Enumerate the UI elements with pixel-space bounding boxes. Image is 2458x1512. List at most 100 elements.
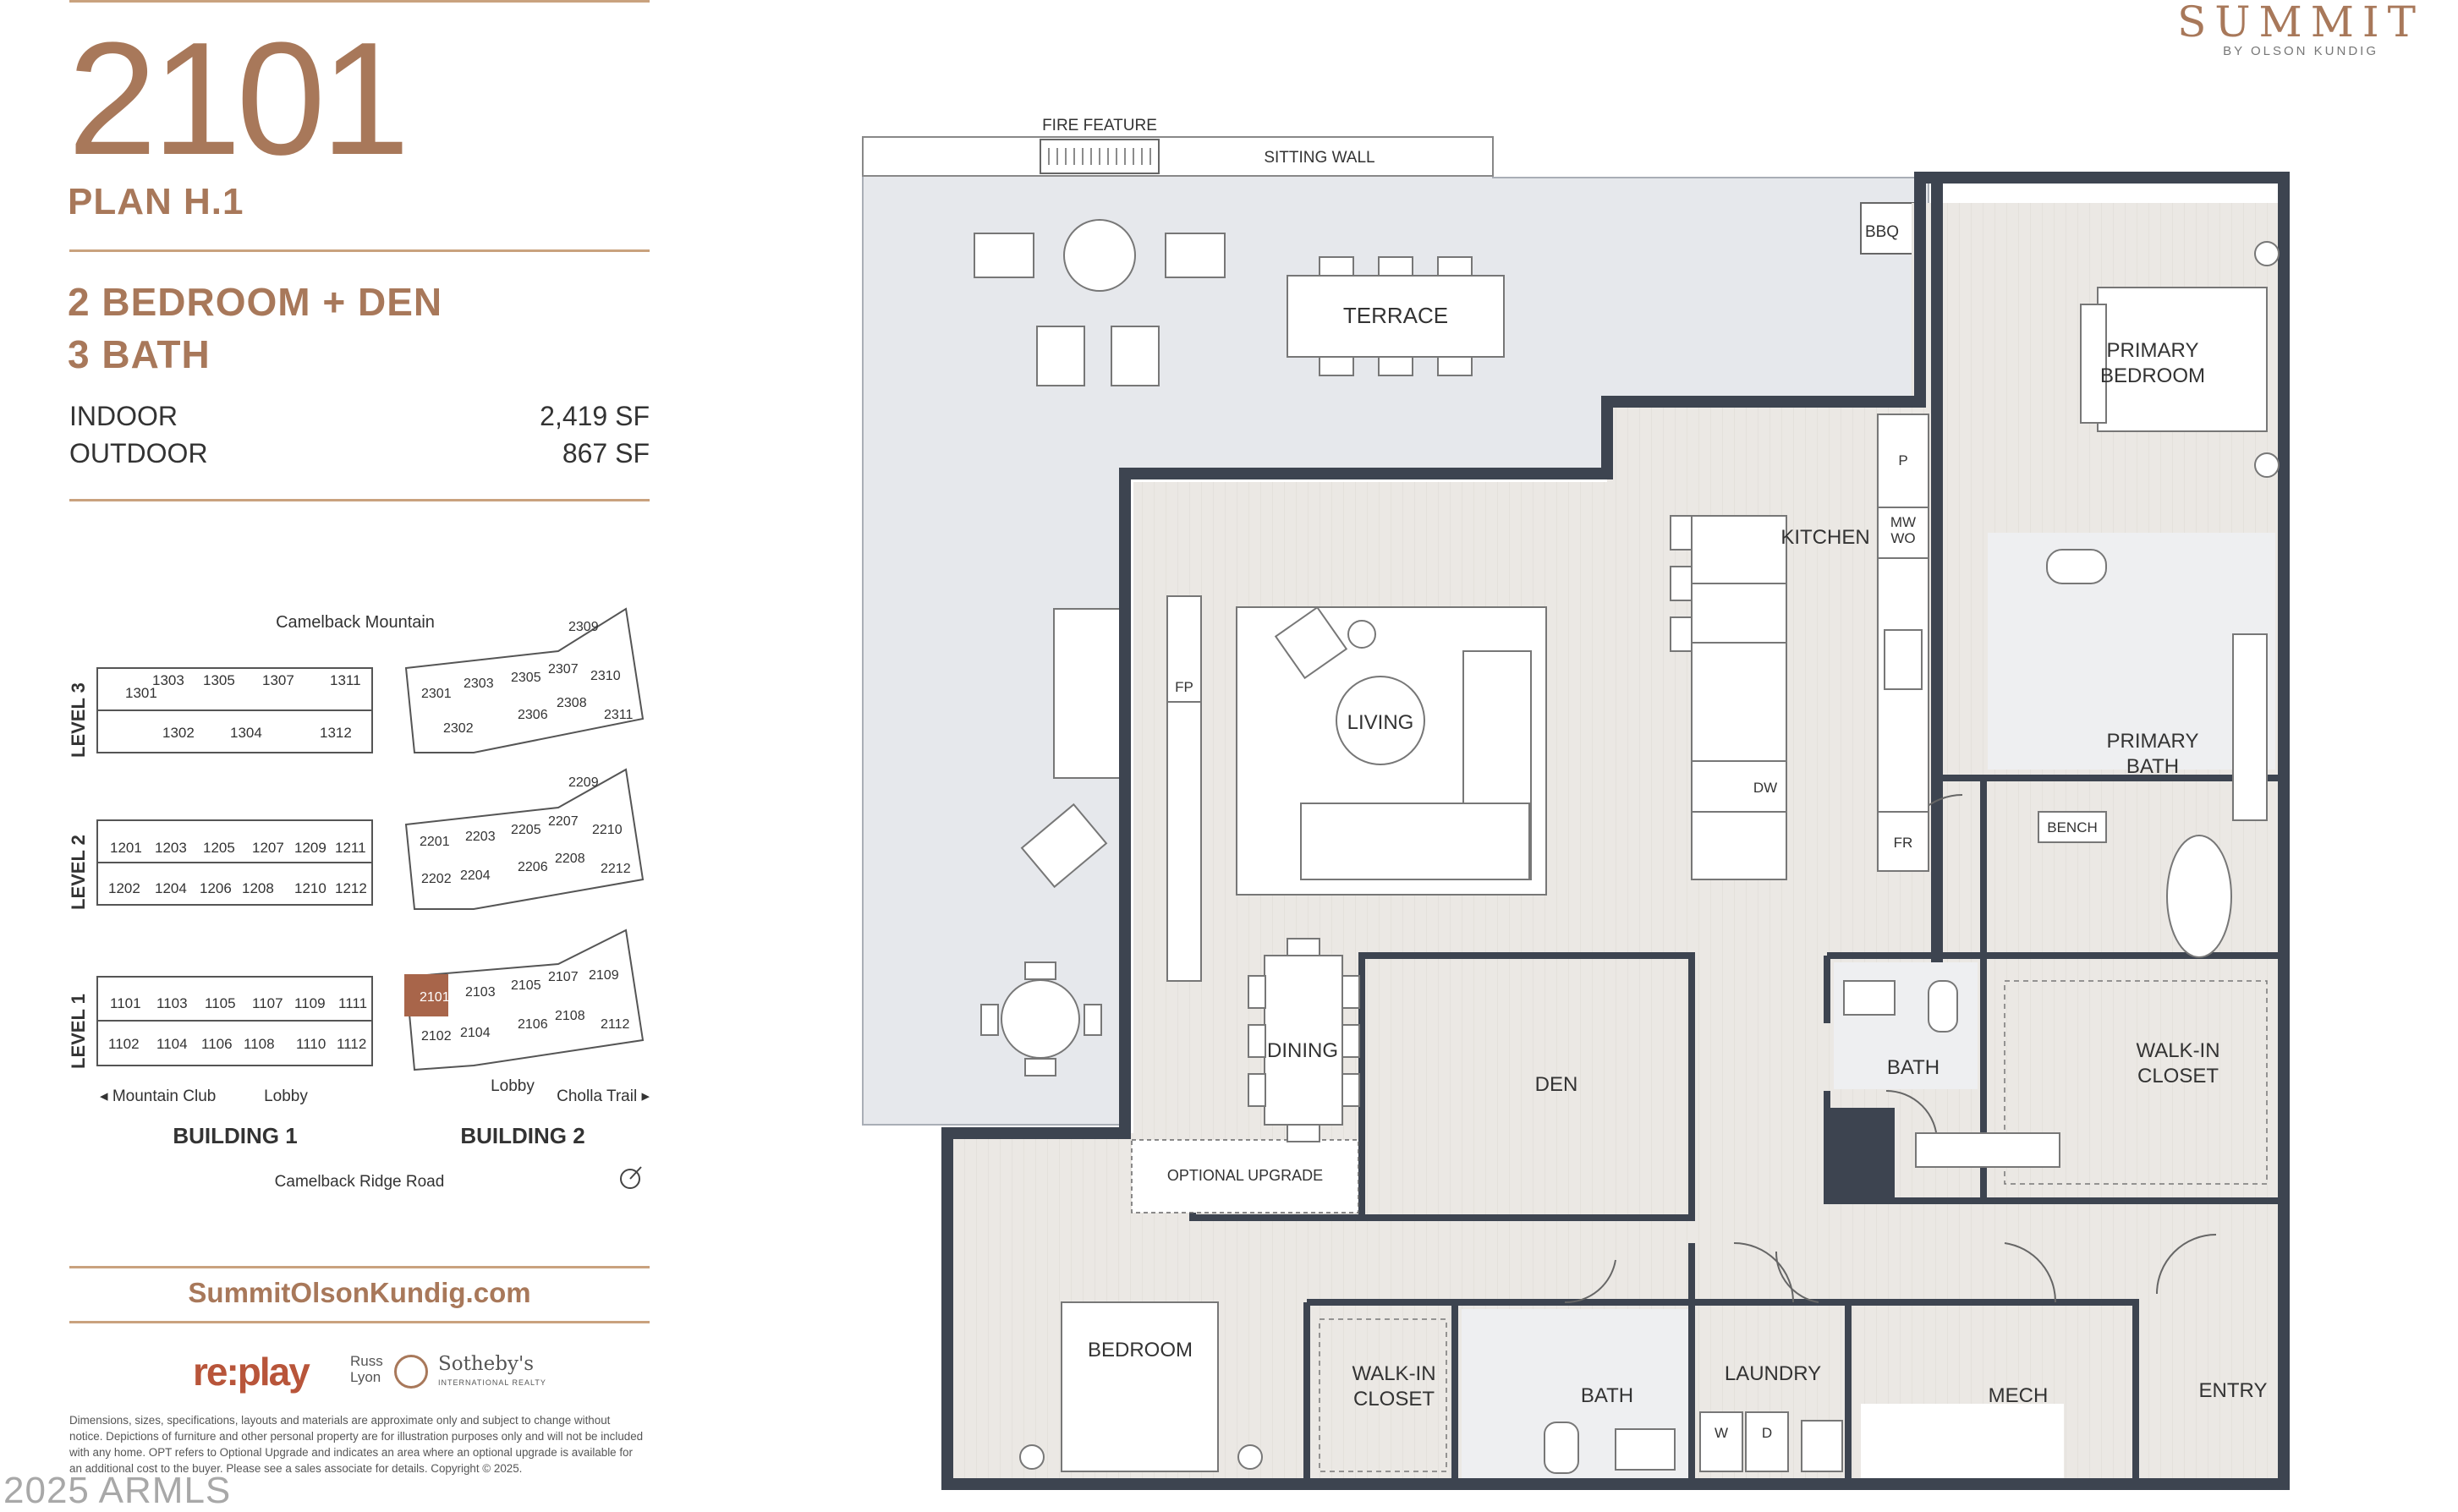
bedroom-bed-icon	[1061, 1301, 1219, 1472]
unit-label: 2311	[604, 708, 634, 722]
unit-label: 1212	[335, 880, 367, 896]
unit-label: 1105	[205, 995, 236, 1011]
living-chair-icon	[1274, 605, 1348, 680]
fireplace-label: FP	[1175, 679, 1193, 695]
unit-label: 1312	[320, 725, 352, 741]
unit-label: 1103	[156, 995, 188, 1011]
brand-logo: SUMMIT BY OLSON KUNDIG	[2177, 0, 2424, 58]
bench-icon	[2038, 811, 2107, 843]
unit-label: 1205	[203, 840, 235, 856]
bench-label: BENCH	[2047, 819, 2098, 835]
terrace-chair-icon	[1165, 233, 1226, 278]
unit-label: 2108	[555, 1009, 585, 1023]
bath-count: 3 BATH	[68, 332, 211, 376]
brand-sub: BY OLSON KUNDIG	[2223, 44, 2379, 58]
top-rule	[69, 0, 650, 3]
unit-label: 2310	[590, 669, 621, 683]
rule-4	[69, 1321, 650, 1323]
unit-label: 2202	[421, 872, 452, 886]
indoor-value: 2,419 SF	[540, 401, 650, 431]
primary-bath-label-1: PRIMARY	[2107, 730, 2199, 753]
level1-label: LEVEL 1	[68, 994, 89, 1069]
nightstand-icon	[1019, 1444, 1045, 1470]
sitting-wall	[862, 136, 1494, 177]
unit-label: 2209	[568, 775, 599, 790]
b2-level3-block	[404, 607, 645, 753]
unit-label: 1311	[330, 672, 361, 688]
dryer-label: D	[1762, 1425, 1772, 1441]
building-1-label: BUILDING 1	[173, 1123, 297, 1148]
unit-label: 2207	[548, 814, 579, 829]
unit-label: 2203	[465, 830, 496, 844]
terrace-chair-icon	[974, 233, 1034, 278]
kitchen-island	[1691, 515, 1787, 880]
primary-bedroom-label-2: BEDROOM	[2100, 364, 2205, 387]
unit-label: 1104	[156, 1036, 188, 1052]
laundry-sink-icon	[1801, 1420, 1843, 1472]
laundry-label: LAUNDRY	[1725, 1362, 1821, 1385]
outdoor-row: OUTDOOR 867 SF	[69, 438, 650, 469]
rule-3	[69, 1266, 650, 1268]
building-2-label: BUILDING 2	[460, 1123, 584, 1148]
unit-label: 1210	[294, 880, 326, 896]
unit-label: 2103	[465, 985, 496, 1000]
camelback-mountain-label: Camelback Mountain	[276, 613, 435, 632]
bedroom-label: BEDROOM	[1088, 1339, 1193, 1361]
unit-label: 1204	[155, 880, 187, 896]
unit-label: 2201	[420, 835, 450, 849]
unit-label: 1202	[108, 880, 140, 896]
dryer-icon	[1745, 1411, 1789, 1472]
nightstand-icon	[1237, 1444, 1263, 1470]
walkin-label-1: WALK-IN	[2136, 1039, 2219, 1062]
terrace-chair-icon	[1036, 326, 1085, 386]
terrace-round-table-icon	[1001, 979, 1080, 1059]
terrace-sofa-icon	[1053, 608, 1127, 779]
unit-2101-highlight	[404, 974, 448, 1016]
unit-label: 2302	[443, 721, 474, 736]
walkin-label-2: CLOSET	[2137, 1065, 2219, 1087]
washer-label: W	[1715, 1425, 1728, 1441]
unit-label: 1207	[252, 840, 284, 856]
nightstand-icon	[2254, 452, 2280, 478]
unit-label: 2303	[464, 677, 494, 691]
door-swing	[2156, 1234, 2217, 1295]
walkin-b-label-1: WALK-IN	[1352, 1362, 1435, 1385]
unit-label: 1109	[294, 995, 326, 1011]
unit-label-highlighted: 2101	[420, 990, 450, 1005]
unit-label: 2102	[421, 1029, 452, 1044]
optional-upgrade-label: OPTIONAL UPGRADE	[1167, 1167, 1323, 1184]
copyright-watermark: 2025 ARMLS	[3, 1470, 232, 1511]
toilet-icon	[1544, 1422, 1579, 1474]
unit-label: 1111	[338, 995, 367, 1011]
unit-label: 2205	[511, 823, 541, 837]
sitting-wall-label: SITTING WALL	[1264, 149, 1374, 167]
fridge-label: FR	[1894, 835, 1913, 851]
plan-name: PLAN H.1	[68, 181, 244, 222]
unit-label: 2109	[589, 968, 619, 983]
unit-label: 1110	[296, 1036, 326, 1052]
living-label: LIVING	[1347, 711, 1414, 734]
indoor-label: INDOOR	[69, 401, 178, 431]
walk-in-closet-primary	[2004, 980, 2268, 1185]
bbq-label: BBQ	[1865, 223, 1899, 241]
entry-label[interactable]: ENTRY	[2199, 1379, 2268, 1402]
fire-feature-label: FIRE FEATURE	[1042, 117, 1157, 134]
kitchen-label: KITCHEN	[1780, 526, 1869, 549]
website-link[interactable]: SummitOlsonKundig.com	[188, 1277, 531, 1308]
unit-label: 1305	[203, 672, 235, 688]
unit-label: 1209	[294, 840, 326, 856]
unit-label: 1211	[335, 840, 366, 856]
wall-north-living	[1119, 396, 1926, 479]
primary-bath-floor	[1988, 533, 2275, 770]
nightstand-icon	[2254, 241, 2280, 266]
mech-label: MECH	[1989, 1384, 2049, 1407]
unit-number: 2101	[68, 9, 410, 189]
washer-icon	[1699, 1411, 1743, 1472]
terrace-label: TERRACE	[1343, 303, 1448, 328]
wo-label: WO	[1890, 530, 1915, 546]
replay-logo: re:play	[193, 1350, 310, 1394]
pantry-icon	[1877, 414, 1929, 508]
lobby-2-label: Lobby	[491, 1077, 535, 1095]
unit-label: 1112	[337, 1036, 366, 1052]
